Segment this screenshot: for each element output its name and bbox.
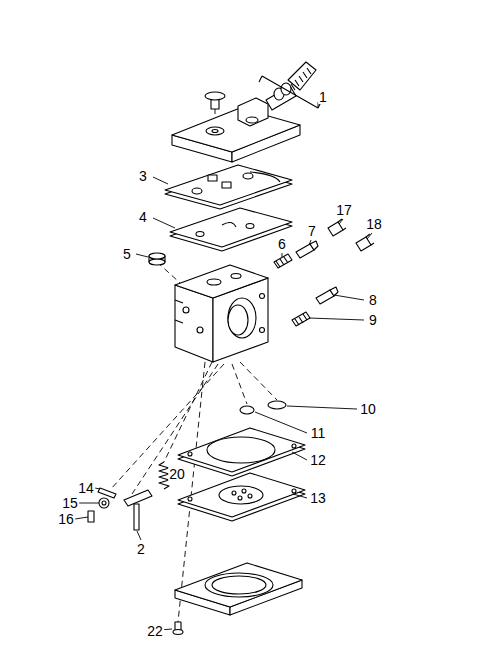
- callout-number: 8: [368, 293, 378, 307]
- pump-gasket: [178, 428, 305, 476]
- inlet-fitting: [259, 62, 321, 110]
- callout-number: 11: [310, 426, 327, 440]
- screw: [173, 622, 183, 635]
- callout-number: 6: [277, 237, 287, 251]
- metering-plate: [170, 208, 292, 251]
- washers: [240, 401, 286, 414]
- callout-number: 18: [365, 217, 383, 231]
- callout-number: 4: [138, 210, 148, 224]
- carburetor-body: [175, 265, 268, 362]
- gasket: [165, 165, 292, 209]
- callout-number: 10: [359, 402, 377, 416]
- callout-number: 16: [57, 512, 75, 526]
- callout-number: 1: [318, 90, 328, 104]
- leader-lines: [75, 102, 372, 631]
- callout-number: 15: [61, 496, 79, 510]
- bottom-cover: [175, 563, 302, 615]
- callout-number: 14: [77, 481, 95, 495]
- callout-number: 20: [168, 467, 186, 481]
- callout-number: 9: [368, 313, 378, 327]
- callout-number: 2: [136, 542, 146, 556]
- callout-number: 5: [122, 247, 132, 261]
- plug: [149, 253, 165, 265]
- metering-lever: [88, 488, 152, 530]
- callout-number: 22: [146, 624, 164, 638]
- callout-number: 7: [307, 224, 317, 238]
- diaphragm: [178, 473, 305, 521]
- callout-number: 12: [309, 453, 327, 467]
- callout-number: 3: [138, 169, 148, 183]
- callout-number: 17: [335, 203, 353, 217]
- adjusting-needles: [274, 219, 374, 326]
- callout-number: 13: [309, 491, 327, 505]
